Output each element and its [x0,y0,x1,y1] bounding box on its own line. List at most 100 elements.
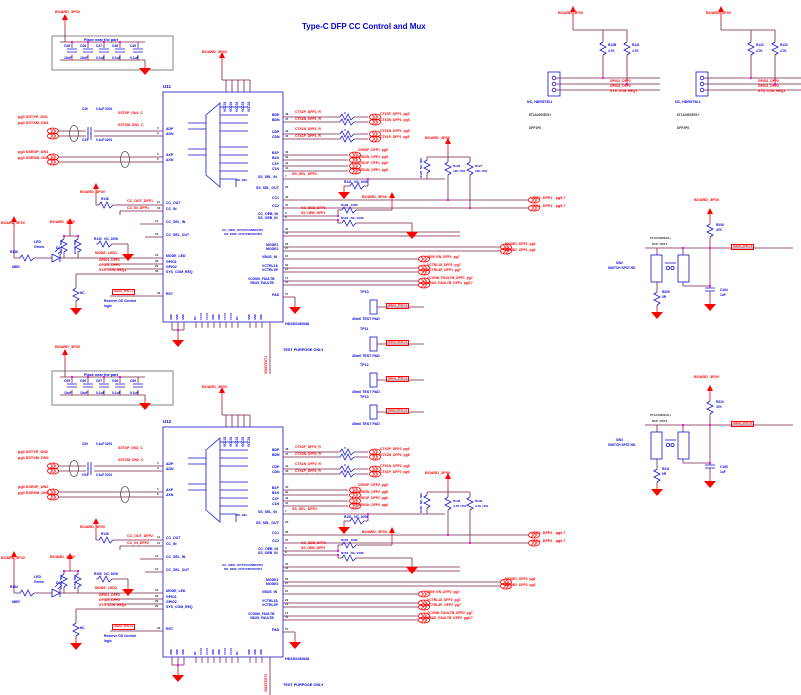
schematic-label: 10uF [80,391,88,395]
schematic-label: 4.7K [780,49,787,53]
schematic-label: BOARD_3P3V [50,555,76,559]
schematic-label: MODE2_DFP1 pg2 [505,248,536,252]
schematic-label: 57 [285,292,289,296]
schematic-label: VCTRL3P_DFP1 pg7 [427,268,461,272]
schematic-label: 20 [285,185,289,189]
schematic-label: 10uF [64,391,72,395]
schematic-label: 4.7K ±5% [475,504,489,508]
schematic-label: 38 [285,195,289,199]
schematic-label: SSTXP_DN1_C [118,111,143,115]
schematic-label: 42 [285,496,289,500]
schematic-label: 3322_RST2 [112,624,136,630]
schematic-label: CC2_DFP2 pg6,7 [533,531,566,535]
schematic-label: 23 [285,602,289,606]
schematic-label: 39 [157,291,161,295]
schematic-label: GND [260,314,263,320]
schematic-label: BOARD_3P3V [425,136,451,140]
schematic-label: C96 [80,379,87,383]
schematic-label: R127 [475,164,483,168]
schematic-label: AXN [166,158,174,162]
schematic-label: 19 [155,588,159,592]
schematic-label: 57 [285,627,289,631]
schematic-label: logic [104,304,112,308]
schematic-label: 44 [285,464,289,468]
schematic-label: 5 [157,487,159,491]
schematic-label: GPIO1 [166,595,177,599]
schematic-label: 28 [155,594,159,598]
schematic-label: TP13 [360,395,369,399]
schematic-label: CC_OUT [166,536,181,540]
schematic-label: pg3 SSTXM_DN1 [18,121,49,125]
schematic-label: GPIO1_DFP2 [99,593,120,597]
schematic-label: 47 [285,452,289,456]
schematic-label: pg3 SSTXM_DN2 [18,456,49,460]
schematic-label: VBUS_FAULTB_DFP2 pg6,7 [427,616,473,620]
schematic-label: CC1_DFP2 pg6,7 [533,539,566,543]
schematic-label: PAD [272,628,280,632]
schematic-label: R148 [453,499,461,503]
schematic-label: 3322_RST2 [731,421,755,427]
schematic-label: CTX2P_DFP2_R [295,445,321,449]
schematic-label: ADN [166,467,174,471]
schematic-label: R309 [662,290,670,294]
schematic-label: GND [170,649,173,655]
schematic-label: 37 [285,203,289,207]
schematic-label: CC_OEB_DFP2 [301,541,326,545]
schematic-label: pg3 SSRXP_DN2 [18,485,49,489]
schematic-label: SSTXM_DN2_C [118,458,144,462]
schematic-label: MODE2 [266,582,279,586]
schematic-label: BDN [272,453,280,457]
schematic-label: 1uF [720,470,726,474]
schematic-label: MODE1 [266,243,279,247]
schematic-label: CTX2N_DFP1 pg5 [380,118,410,122]
schematic-label: BOARD_3P3V [1,556,25,560]
schematic-label: SS_OEB_OUT/VBUS5VPd [224,232,262,236]
schematic-label: SYS_CON_REQ2 [758,89,786,93]
schematic-label: 6 [157,157,159,161]
schematic-label: CDP [272,130,280,134]
schematic-label: BOARD_3P3V [362,195,388,199]
schematic-label: CC_OUT [166,201,181,205]
schematic-label: R146 [101,532,109,536]
schematic-label: 4.7K ±5% [453,504,467,508]
schematic-label: 6T1A0000E01+ [650,413,672,417]
schematic-label: GND [260,649,263,655]
schematic-label: BOARD_3P3V [202,385,228,389]
schematic-label: BOARD_3P3V [425,471,451,475]
schematic-label: 10uF [80,56,88,60]
schematic-label: BOARD_3P3V [362,530,388,534]
schematic-label: 34 [285,231,289,235]
schematic-label: CDN [272,470,280,474]
schematic-label: BDP [272,113,280,117]
schematic-label: 21 [285,589,289,593]
schematic-label: 680R [12,600,20,604]
schematic-label: 0.1uF 0201 [96,473,113,477]
schematic-label: CTX1P_DFP1_R [295,134,321,138]
schematic-label: CRX2P_DFP2 pg6 [358,483,388,487]
schematic-label: CC1_DFP1 pg5,7 [533,204,566,208]
schematic-label: CC_IN [166,542,177,546]
schematic-label: BOARD_3P3V [706,11,732,15]
schematic-label: 43 [285,469,289,473]
schematic-label: C47 [96,44,103,48]
schematic-label: BDP [272,448,280,452]
schematic-label: 47K [716,228,722,232]
schematic-label: 3322TEST1 [386,340,410,346]
schematic-label: VBUS_IN [262,255,278,259]
schematic-label: BOARD_3P3V [55,10,81,14]
schematic-label: 0.1uF 0201 [96,138,113,142]
schematic-label: C49 [130,44,137,48]
schematic-label: CC_OUT_DFP1 [127,199,153,203]
schematic-label: R138 [10,250,18,254]
schematic-label: PAD [272,293,280,297]
schematic-label: MODE_LED1 [95,251,117,255]
schematic-label: R308 [716,223,724,227]
schematic-label: 0 [344,463,346,467]
schematic-label: C99 [130,379,137,383]
schematic-label: 39 [285,490,289,494]
schematic-label: pg3 SSTXP_DN1 [18,115,48,119]
schematic-label: BOARD_3P3V [558,11,584,15]
schematic-label: R121 [632,43,640,47]
schematic-label: TEST PURPOSE ONLY [283,683,324,687]
schematic-label: 4.7K [756,49,763,53]
